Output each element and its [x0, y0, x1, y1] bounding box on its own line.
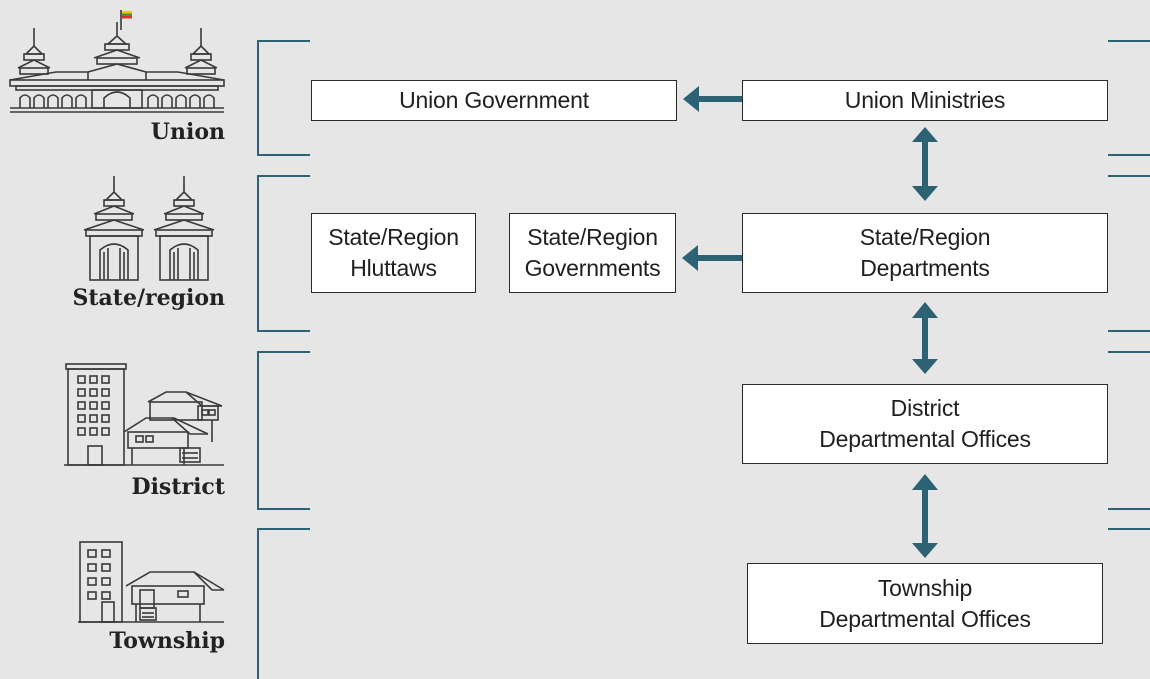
box-label-line-1: State/Region	[527, 224, 658, 250]
township-offices-box: Township Departmental Offices	[747, 563, 1103, 644]
arrow-departments-to-governments	[682, 245, 742, 271]
box-label-line-1: Township	[877, 574, 973, 601]
right-bracket-union	[1108, 40, 1150, 156]
box-label-line-1: District	[890, 395, 960, 421]
parliament-building-icon	[9, 10, 225, 113]
box-label-line-2: Hluttaws	[350, 255, 437, 281]
box-label-line-2: Departmental Offices	[819, 426, 1031, 452]
union-ministries-box: Union Ministries	[742, 80, 1108, 121]
double-arrow-departments-district	[912, 302, 938, 374]
box-label-line-2: Governments	[524, 255, 661, 281]
level-label-state-region: State/region	[72, 285, 226, 311]
left-bracket-state-region	[257, 175, 310, 332]
level-label-district: District	[131, 474, 226, 500]
left-bracket-township	[257, 528, 310, 679]
state-region-governments-box: State/Region Governments	[509, 213, 676, 293]
box-label-line-1: State/Region	[859, 224, 991, 250]
twin-pavilion-icon	[83, 176, 215, 281]
union-government-box: Union Government	[311, 80, 677, 121]
right-bracket-district	[1108, 351, 1150, 510]
box-label: Union Government	[399, 87, 589, 113]
box-label-line-1: State/Region	[328, 224, 459, 250]
level-label-township: Township	[109, 628, 225, 654]
building-and-house-icon	[78, 541, 225, 623]
state-region-departments-box: State/Region Departments	[742, 213, 1108, 293]
right-bracket-state-region	[1108, 175, 1150, 332]
left-bracket-district	[257, 351, 310, 510]
left-bracket-union	[257, 40, 310, 156]
district-offices-box: District Departmental Offices	[742, 384, 1108, 464]
tower-and-houses-icon	[64, 363, 224, 466]
box-label-line-2: Departments	[860, 255, 990, 281]
double-arrow-ministries-departments	[912, 127, 938, 201]
box-label: Union Ministries	[844, 87, 1006, 113]
arrow-ministries-to-government	[683, 86, 743, 112]
state-region-hluttaws-box: State/Region Hluttaws	[311, 213, 476, 293]
double-arrow-district-township	[912, 474, 938, 558]
box-label-line-2: Departmental Offices	[819, 605, 1031, 632]
level-label-union: Union	[150, 119, 225, 145]
